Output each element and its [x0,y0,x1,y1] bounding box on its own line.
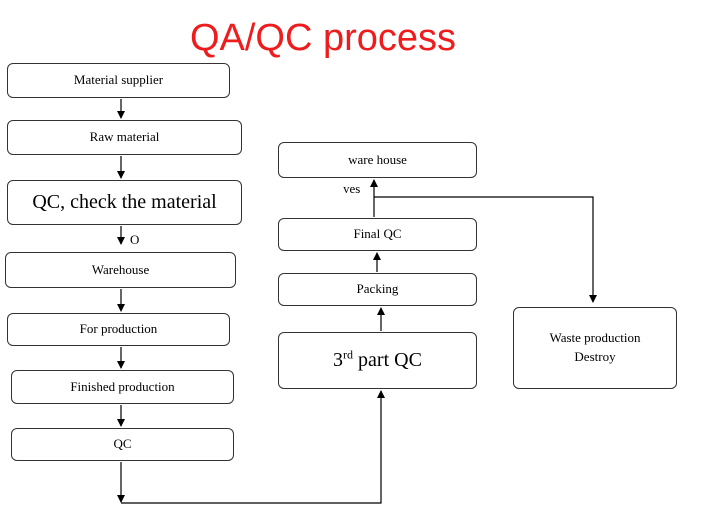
qc-check-label: QC, check the material [32,191,217,213]
warehouse-box: Warehouse [5,252,236,288]
qc-box: QC [11,428,234,461]
for-production-box: For production [7,313,230,346]
material-supplier-box: Material supplier [7,63,230,98]
qc-check-box: QC, check the material [7,180,242,225]
raw-material-label: Raw material [89,129,160,145]
packing-label: Packing [356,281,399,297]
third-part-qc-suffix: part QC [353,349,422,371]
ware-house-box: ware house [278,142,477,178]
for-production-label: For production [79,321,158,337]
third-part-qc-label: 3rd part QC [333,346,422,375]
third-part-qc-box: 3rd part QC [278,332,477,389]
waste-production-line1: Waste production [549,330,641,346]
final-qc-box: Final QC [278,218,477,251]
waste-production-box: Waste production Destroy [513,307,677,389]
third-part-qc-prefix: 3 [333,349,344,371]
yes-label: yes [343,182,361,193]
qc-label: QC [113,436,132,452]
finished-production-label: Finished production [70,378,175,394]
finished-production-box: Finished production [11,370,234,404]
material-supplier-label: Material supplier [73,72,164,88]
packing-box: Packing [278,273,477,306]
page-title: QA/QC process [189,17,457,59]
warehouse-label: Warehouse [91,261,150,277]
third-part-qc-sup: rd [343,347,354,362]
waste-production-line2: Destroy [574,349,616,364]
final-qc-label: Final QC [353,226,402,242]
ok-label: O [130,232,140,247]
raw-material-box: Raw material [7,120,242,155]
ware-house-label: ware house [348,151,407,167]
arrow-qc-to-third-part [121,390,385,504]
arrow-to-waste-production [374,196,597,303]
